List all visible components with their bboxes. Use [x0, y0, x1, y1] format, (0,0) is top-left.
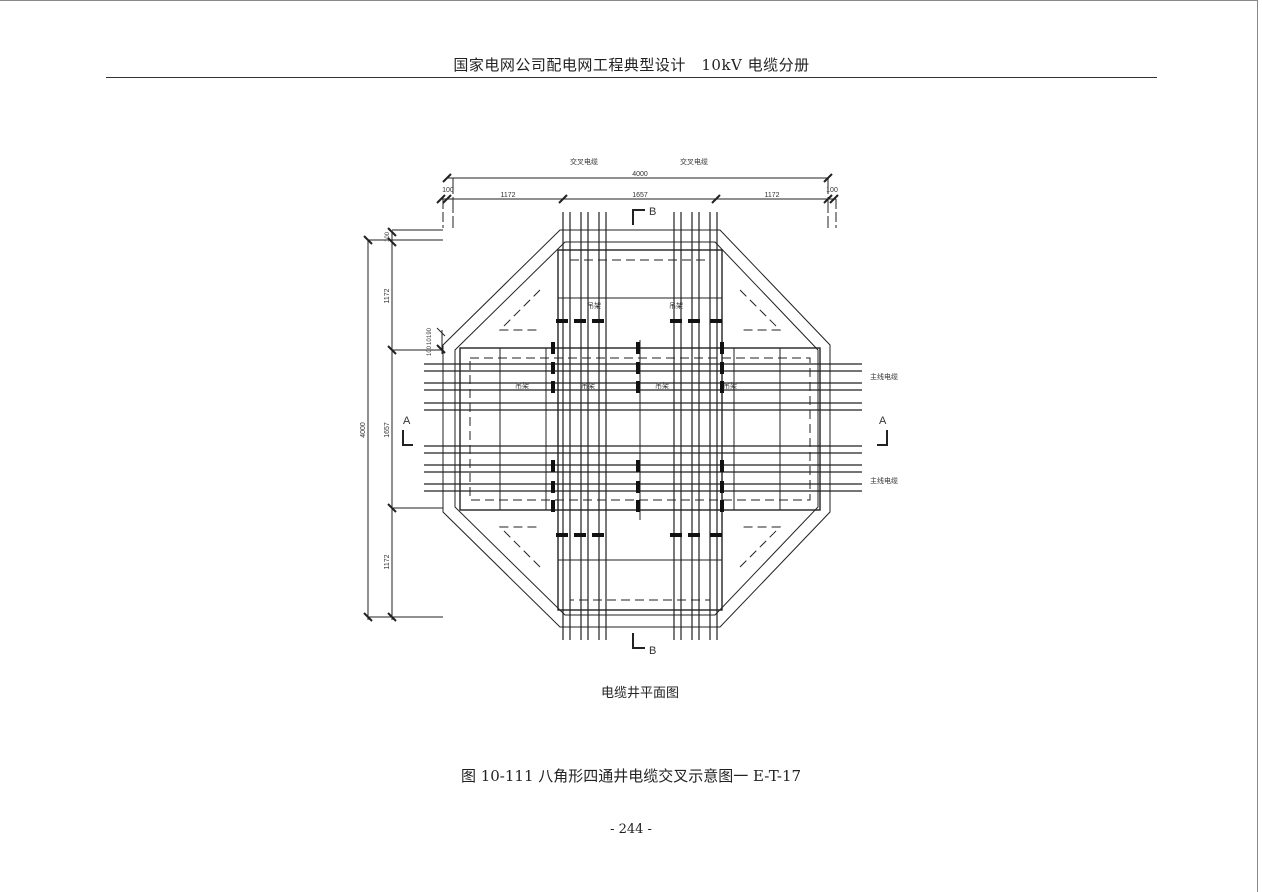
section-a-label-left: A [403, 415, 411, 427]
top-dimensions: 4000 100 1172 1657 1172 100 交叉电缆 交叉电缆 [436, 157, 839, 228]
left-dimensions: 4000 100 1172 1657 1172 100 10 190 [360, 227, 446, 622]
figure-caption: 图 10-111 八角形四通井电缆交叉示意图一 E-T-17 [460, 767, 802, 785]
header-rule [106, 77, 1157, 78]
dim-wall-top-left: 100 [442, 187, 454, 194]
section-markers [402, 209, 888, 649]
page-number: - 244 - [610, 822, 652, 837]
page-header: 国家电网公司配电网工程典型设计 10kV 电缆分册 [453, 56, 810, 74]
dim-small-b: 190 [427, 327, 433, 338]
hanger-label: 吊架 [515, 382, 529, 390]
internal-lines [499, 297, 781, 561]
dim-middle-top: 1657 [632, 192, 648, 199]
section-b-label-bottom: B [649, 645, 656, 657]
hanger-label: 吊架 [723, 382, 737, 390]
plan-title: 电缆井平面图 [600, 686, 679, 701]
section-a-label-right: A [879, 415, 887, 427]
dim-small-wall: 100 [427, 345, 433, 356]
main-cable-label-bottom: 主线电缆 [870, 476, 898, 485]
hanger-label: 吊架 [669, 302, 683, 310]
section-b-label-top: B [649, 206, 656, 218]
dim-wall-top-right: 100 [826, 187, 838, 194]
hanger-label: 吊架 [587, 302, 601, 310]
dim-middle-left: 1657 [384, 422, 391, 438]
corner-dashed-triangles [498, 289, 782, 568]
cable-hangers [551, 319, 724, 537]
cross-cables [562, 212, 718, 640]
dim-side-left-top: 1172 [384, 288, 391, 303]
dim-side-left-bottom: 1172 [384, 554, 391, 569]
cross-cable-label-right: 交叉电缆 [680, 157, 708, 166]
dim-wall-left: 100 [385, 231, 391, 242]
vertical-chamber [557, 249, 723, 611]
hanger-label: 吊架 [581, 382, 595, 390]
hanger-label: 吊架 [655, 382, 669, 390]
hanger-labels: 吊架 吊架 吊架 吊架 吊架 吊架 [515, 302, 737, 390]
dim-total-left: 4000 [360, 422, 367, 438]
main-cable-label-top: 主线电缆 [870, 372, 898, 381]
dim-total-top: 4000 [632, 171, 648, 178]
octagon-outer-wall [442, 229, 831, 628]
dim-small-a: 10 [427, 338, 433, 345]
dim-side-top-left: 1172 [500, 192, 515, 199]
dim-side-top-right: 1172 [764, 192, 779, 199]
octagon-inner-wall [454, 241, 819, 616]
cross-cable-label-left: 交叉电缆 [570, 157, 598, 166]
main-cables [424, 363, 862, 492]
